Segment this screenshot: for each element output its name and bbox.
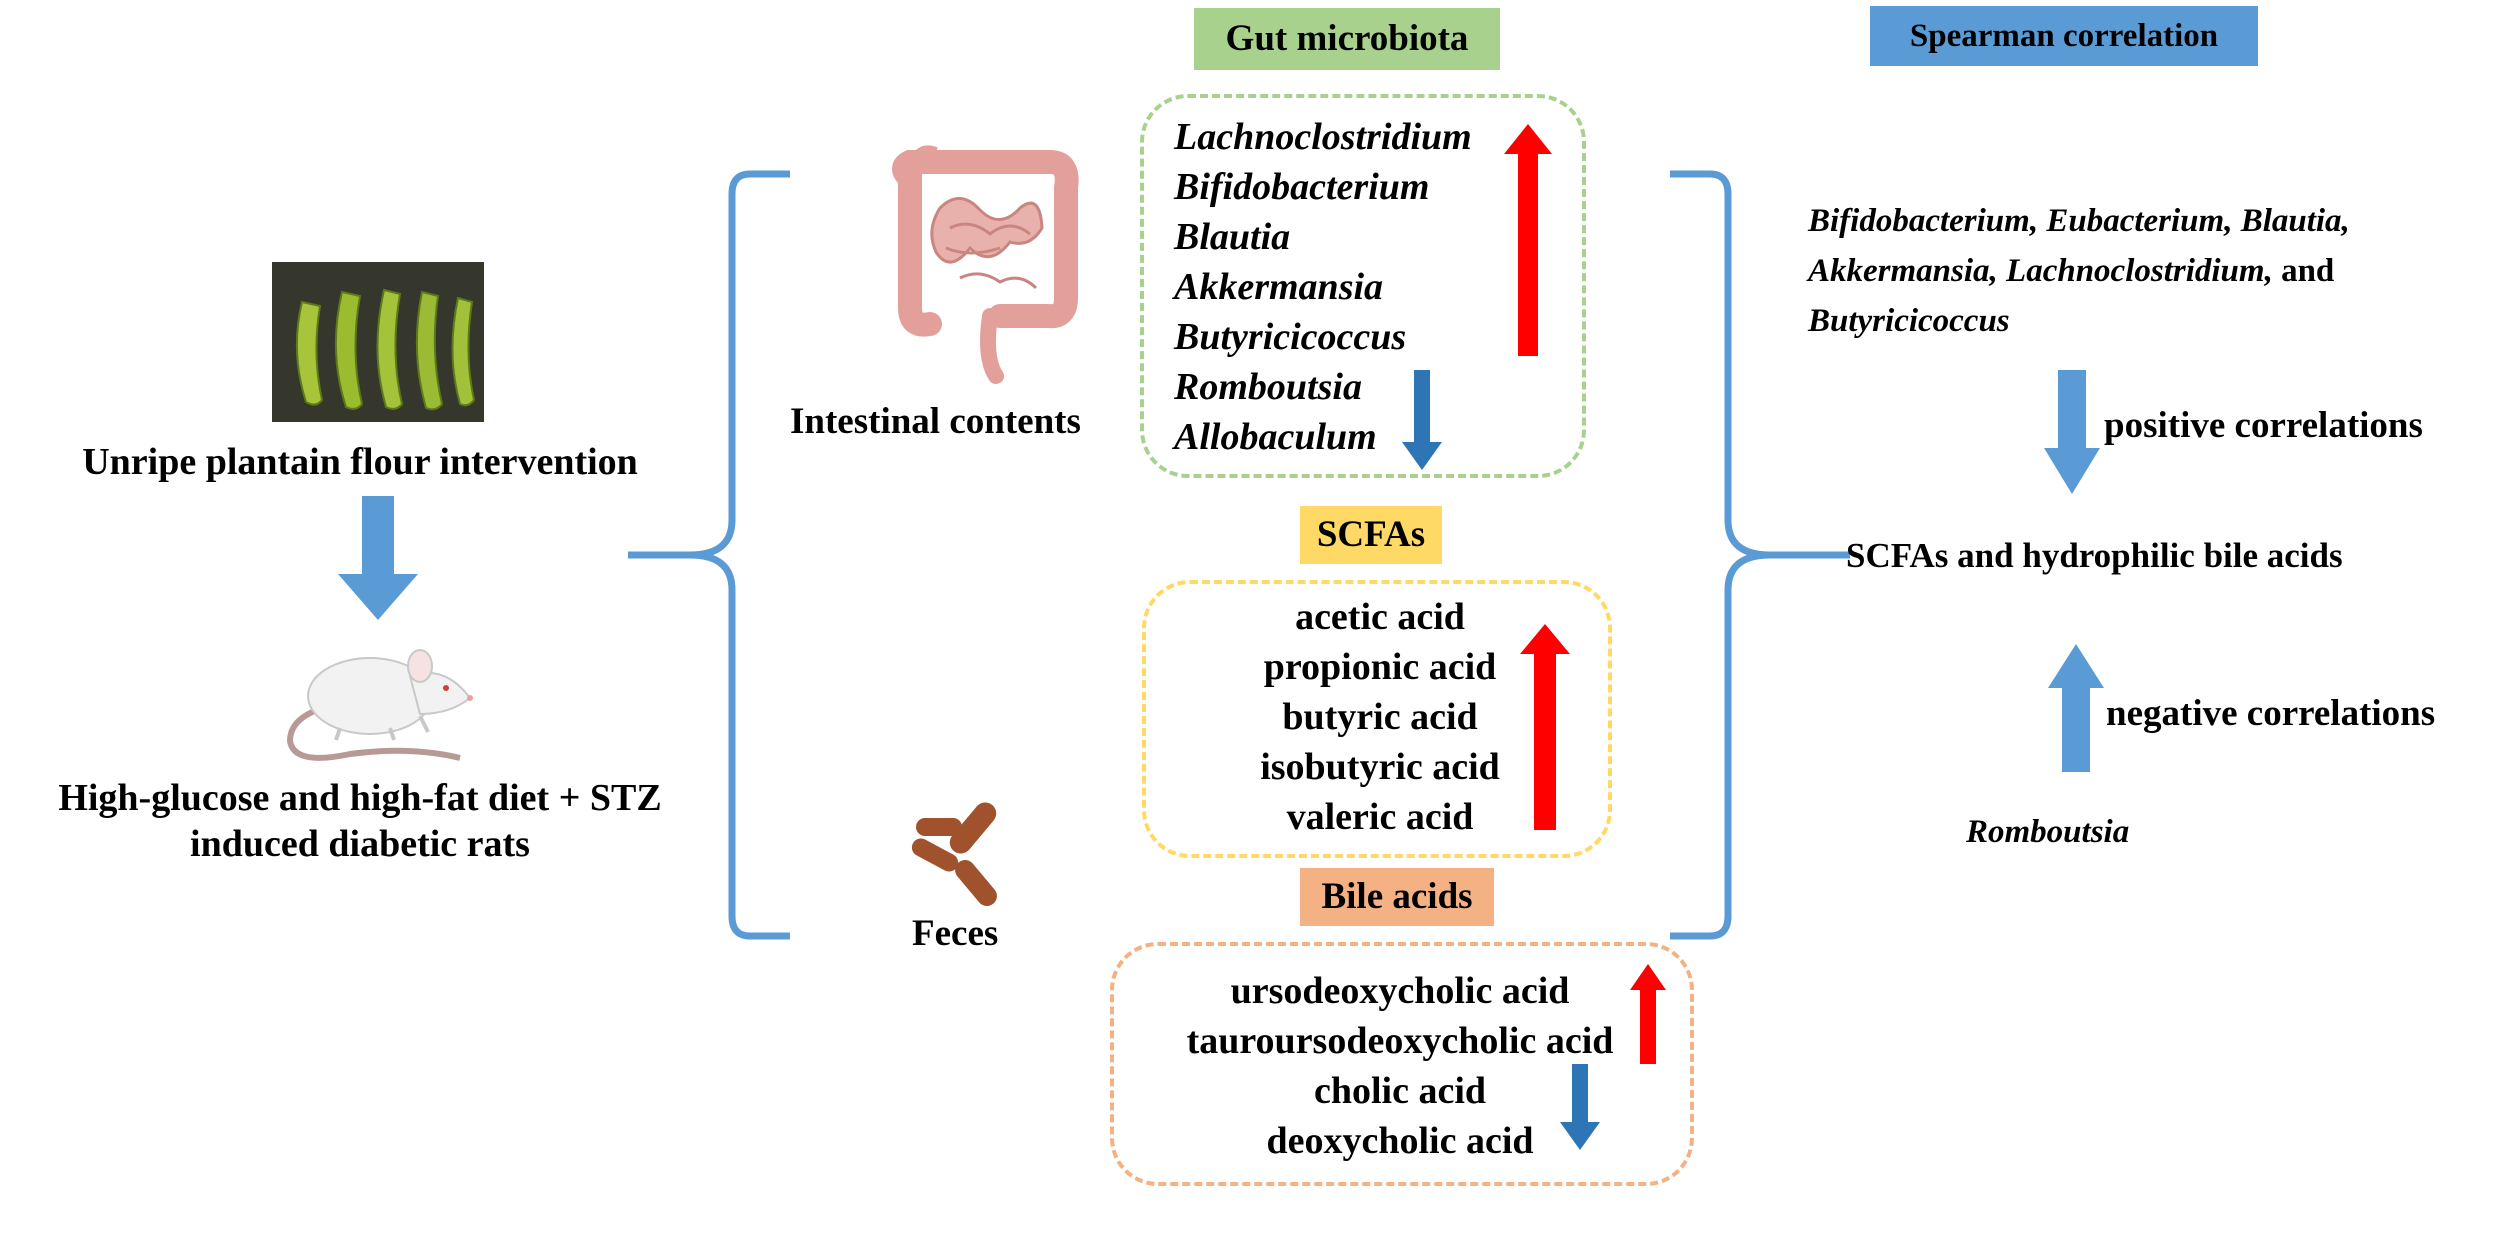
feces-label: Feces [912, 913, 999, 954]
right-brace [1670, 170, 1850, 940]
taxon-item: Bifidobacterium [1174, 166, 1430, 208]
gut-up-arrow [1504, 124, 1552, 356]
negative-taxa-label: Romboutsia [1966, 814, 2130, 850]
positive-taxa-line3: Butyricicoccus [1808, 303, 2010, 339]
bile-up-arrow [1630, 964, 1666, 1064]
feces-illustration [908, 796, 1024, 912]
model-label-line1: High-glucose and high-fat diet + STZ [58, 777, 662, 819]
gut-microbiota-list: Lachnoclostridium Bifidobacterium Blauti… [1174, 112, 1472, 462]
model-label-line2: induced diabetic rats [190, 823, 530, 865]
taxon-item: Butyricicoccus [1174, 316, 1407, 358]
bile-acid-item: cholic acid [1313, 1070, 1487, 1112]
center-target-label: SCFAs and hydrophilic bile acids [1846, 536, 2343, 575]
bile-acid-item: deoxycholic acid [1266, 1120, 1534, 1162]
scfas-header: SCFAs [1300, 506, 1442, 564]
scfas-up-arrow [1520, 624, 1570, 830]
positive-down-arrow [2044, 370, 2100, 494]
bile-down-arrow [1560, 1064, 1600, 1150]
scfas-box [1142, 580, 1612, 858]
scfas-list: acetic acid propionic acid butyric acid … [1230, 592, 1530, 842]
scfa-item: butyric acid [1282, 696, 1478, 738]
bile-acids-header: Bile acids [1300, 868, 1494, 926]
bile-acid-item: tauroursodeoxycholic acid [1186, 1020, 1614, 1062]
positive-taxa-line2-italic: Akkermansia, Lachnoclostridium, [1808, 253, 2273, 289]
scfa-item: propionic acid [1263, 646, 1497, 688]
taxon-item: Lachnoclostridium [1174, 116, 1472, 158]
negative-up-arrow [2048, 644, 2104, 772]
positive-taxa: Bifidobacterium, Eubacterium, Blautia, A… [1808, 196, 2350, 346]
gut-microbiota-header: Gut microbiota [1194, 8, 1500, 70]
positive-taxa-and: and [2272, 253, 2335, 289]
gut-down-arrow [1402, 370, 1442, 470]
intervention-label: Unripe plantain flour intervention [82, 441, 638, 483]
scfa-item: valeric acid [1286, 796, 1474, 838]
plantain-photo [272, 262, 484, 422]
taxon-item: Akkermansia [1174, 266, 1384, 308]
spearman-header: Spearman correlation [1870, 6, 2258, 66]
positive-taxa-line1: Bifidobacterium, Eubacterium, Blautia, [1808, 203, 2350, 239]
bile-acids-box [1110, 942, 1694, 1186]
negative-correlations-label: negative correlations [2106, 693, 2436, 734]
taxon-item: Allobaculum [1174, 416, 1377, 458]
bile-acids-list: ursodeoxycholic acid tauroursodeoxycholi… [1150, 966, 1650, 1166]
taxon-item: Romboutsia [1174, 366, 1362, 408]
scfa-item: acetic acid [1295, 596, 1465, 638]
intestine-illustration [880, 145, 1090, 384]
positive-correlations-label: positive correlations [2104, 405, 2423, 446]
gut-microbiota-box [1140, 94, 1586, 478]
rat-illustration [270, 636, 480, 766]
taxon-item: Blautia [1174, 216, 1291, 258]
positive-taxa-line2: Akkermansia, Lachnoclostridium, and [1808, 246, 2350, 296]
intestinal-contents-label: Intestinal contents [790, 401, 1081, 442]
left-brace [628, 170, 790, 940]
scfa-item: isobutyric acid [1260, 746, 1500, 788]
bile-acid-item: ursodeoxycholic acid [1230, 970, 1570, 1012]
down-flow-arrow [338, 496, 418, 620]
